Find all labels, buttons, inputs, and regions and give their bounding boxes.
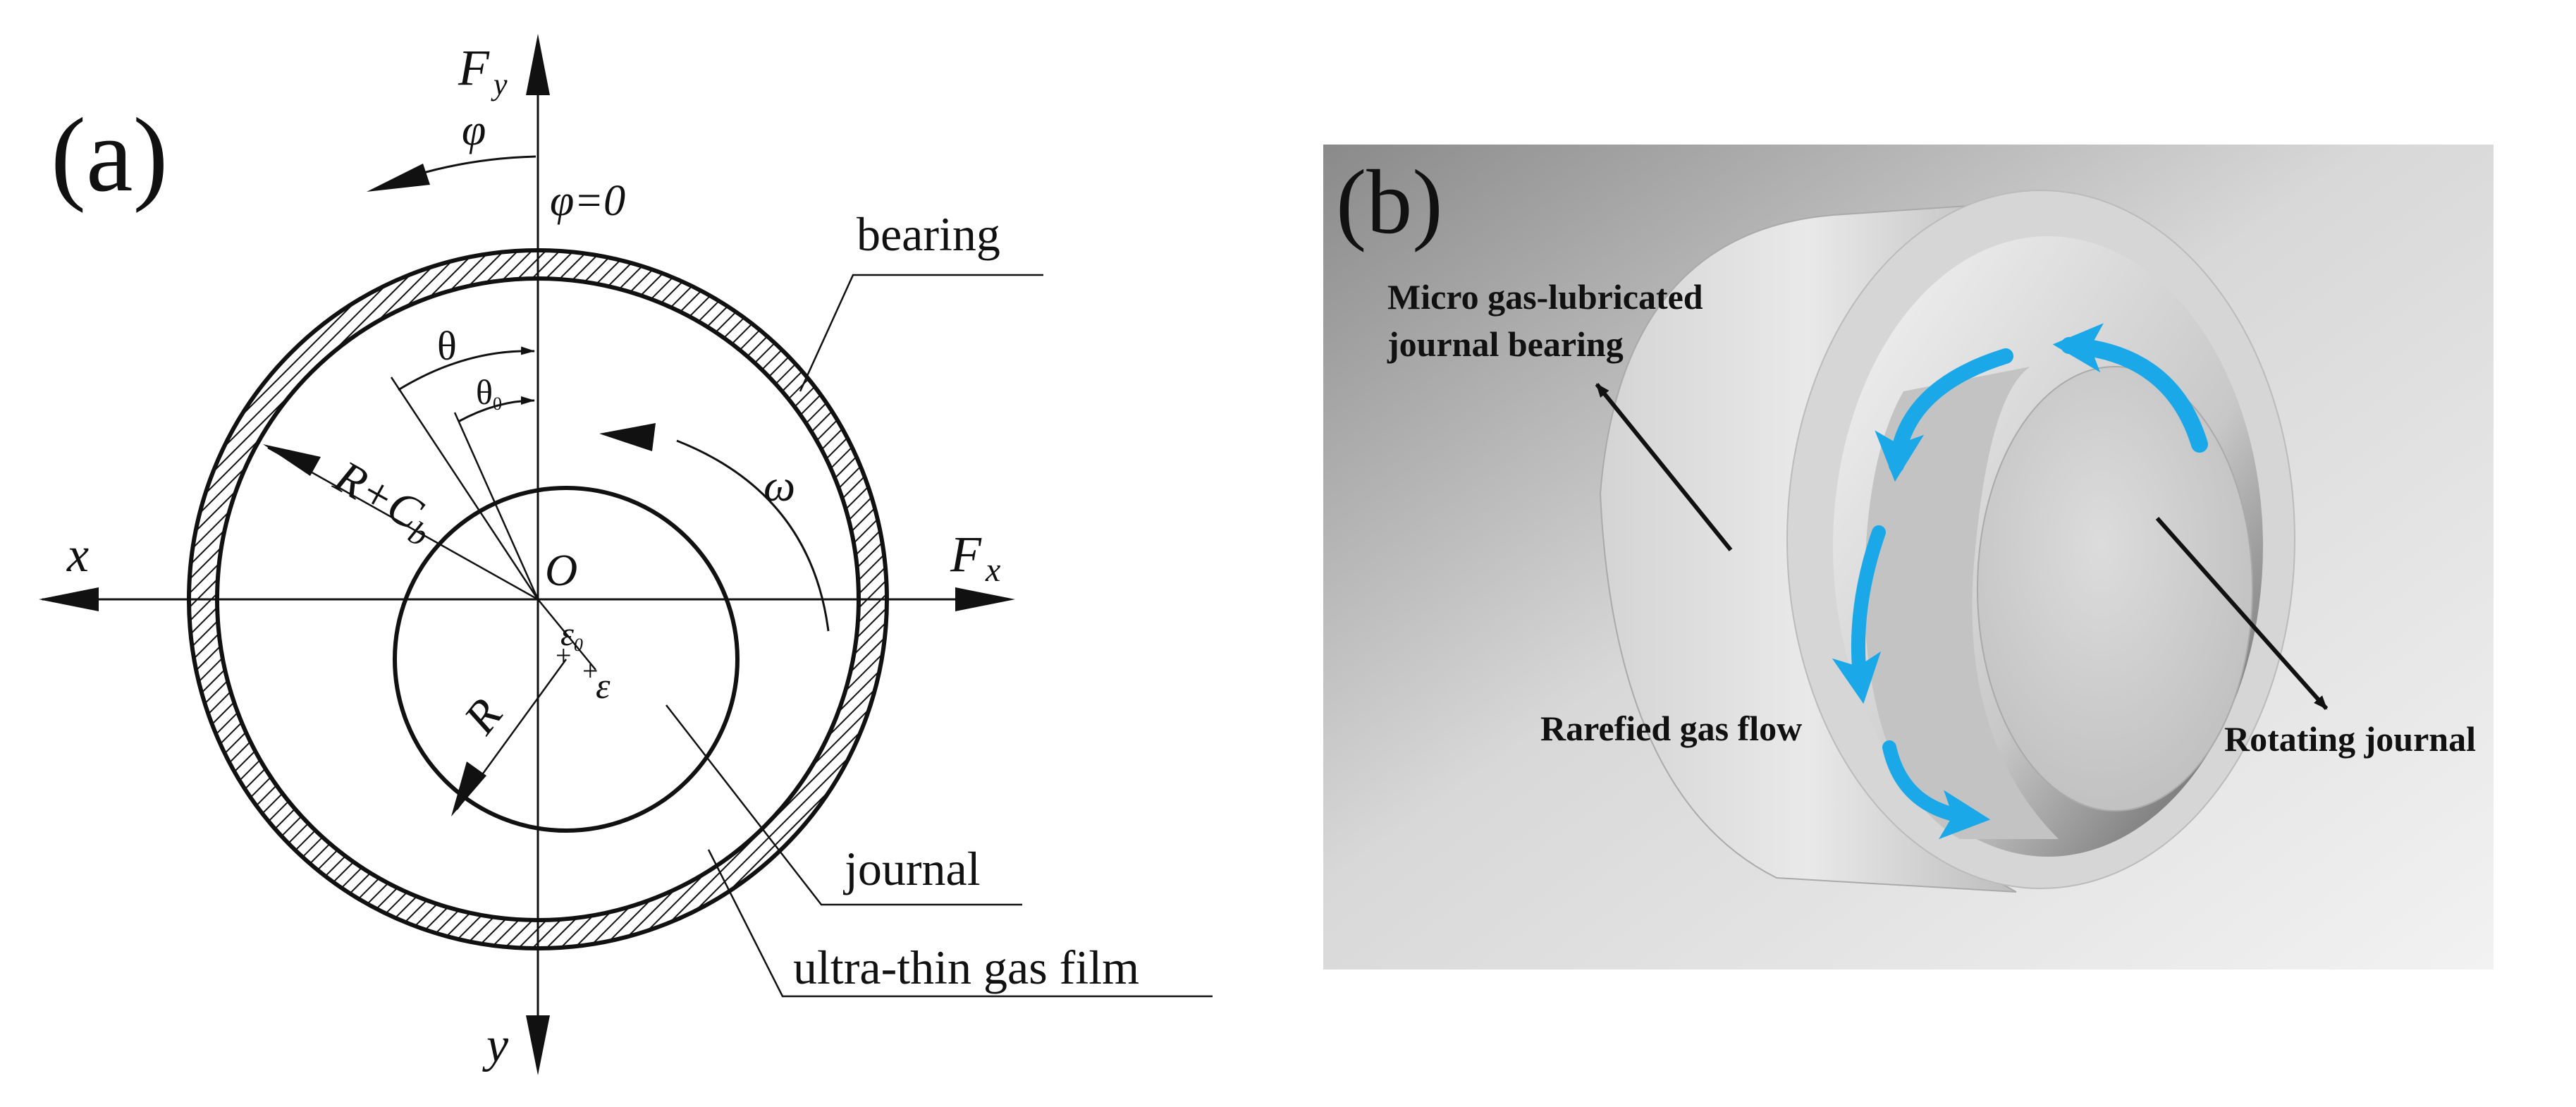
y-arrow-head bbox=[526, 1015, 550, 1075]
flow-arrow-left bbox=[1832, 525, 1886, 704]
bearing-label-line1: Micro gas-lubricated bbox=[1387, 277, 1703, 317]
flow-label: Rarefied gas flow bbox=[1540, 709, 1802, 748]
phi-zero-label: φ=0 bbox=[550, 177, 625, 225]
eps-line bbox=[537, 599, 596, 671]
bearing-label-line2: journal bearing bbox=[1387, 324, 1624, 364]
x-axis-label: x bbox=[66, 528, 89, 582]
flow-arrow-upper-left bbox=[1875, 348, 2013, 482]
flow-arrow-top bbox=[2052, 323, 2208, 453]
eps-label: ε bbox=[596, 666, 611, 707]
theta-line bbox=[390, 377, 539, 600]
gas-film-leader bbox=[707, 849, 1213, 998]
theta-arc bbox=[398, 346, 535, 391]
bearing-callout: bearing bbox=[857, 207, 1000, 261]
center-label: O bbox=[545, 545, 577, 595]
eps-cross-2: + bbox=[582, 655, 599, 687]
fx-arrow-head bbox=[955, 587, 1015, 611]
theta0-line bbox=[453, 412, 539, 600]
panel-b: (b) Micro gas-lubricated journal bearing… bbox=[1323, 145, 2494, 970]
theta0-label: θ0 bbox=[476, 372, 502, 414]
eps-cross-1: + bbox=[556, 640, 572, 671]
journal-label: Rotating journal bbox=[2224, 719, 2476, 759]
phi-arc-arrow-head bbox=[367, 164, 430, 192]
panel-a-label: (a) bbox=[51, 97, 168, 214]
panel-b-label: (b) bbox=[1336, 152, 1443, 253]
bearing-pointer bbox=[1595, 383, 1733, 551]
omega-arc bbox=[676, 439, 830, 632]
journal-face bbox=[1977, 366, 2253, 812]
theta0-arc bbox=[458, 396, 535, 423]
phi-label: φ bbox=[462, 106, 486, 154]
outer-radius-arrow-head bbox=[263, 444, 321, 476]
journal-callout: journal bbox=[843, 842, 981, 895]
eps0-label: ε0 bbox=[560, 616, 583, 655]
y-axis-label: y bbox=[482, 1018, 509, 1072]
omega-label: ω bbox=[763, 460, 795, 510]
journal-circle bbox=[393, 486, 740, 833]
gas-film-callout: ultra-thin gas film bbox=[793, 941, 1139, 994]
journal-leader bbox=[666, 704, 1022, 906]
fy-arrow-head bbox=[526, 34, 550, 95]
journal-radius-arrow-head bbox=[451, 762, 486, 817]
journal-cylinder bbox=[1864, 367, 2059, 839]
omega-arc-head bbox=[599, 423, 656, 451]
flow-arrow-bottom bbox=[1882, 740, 1991, 840]
journal-pointer bbox=[2155, 517, 2329, 710]
outer-radius-line bbox=[267, 446, 539, 601]
theta-label: θ bbox=[437, 323, 457, 369]
x-arrow-head bbox=[39, 587, 99, 611]
bearing-leader bbox=[799, 274, 1043, 392]
